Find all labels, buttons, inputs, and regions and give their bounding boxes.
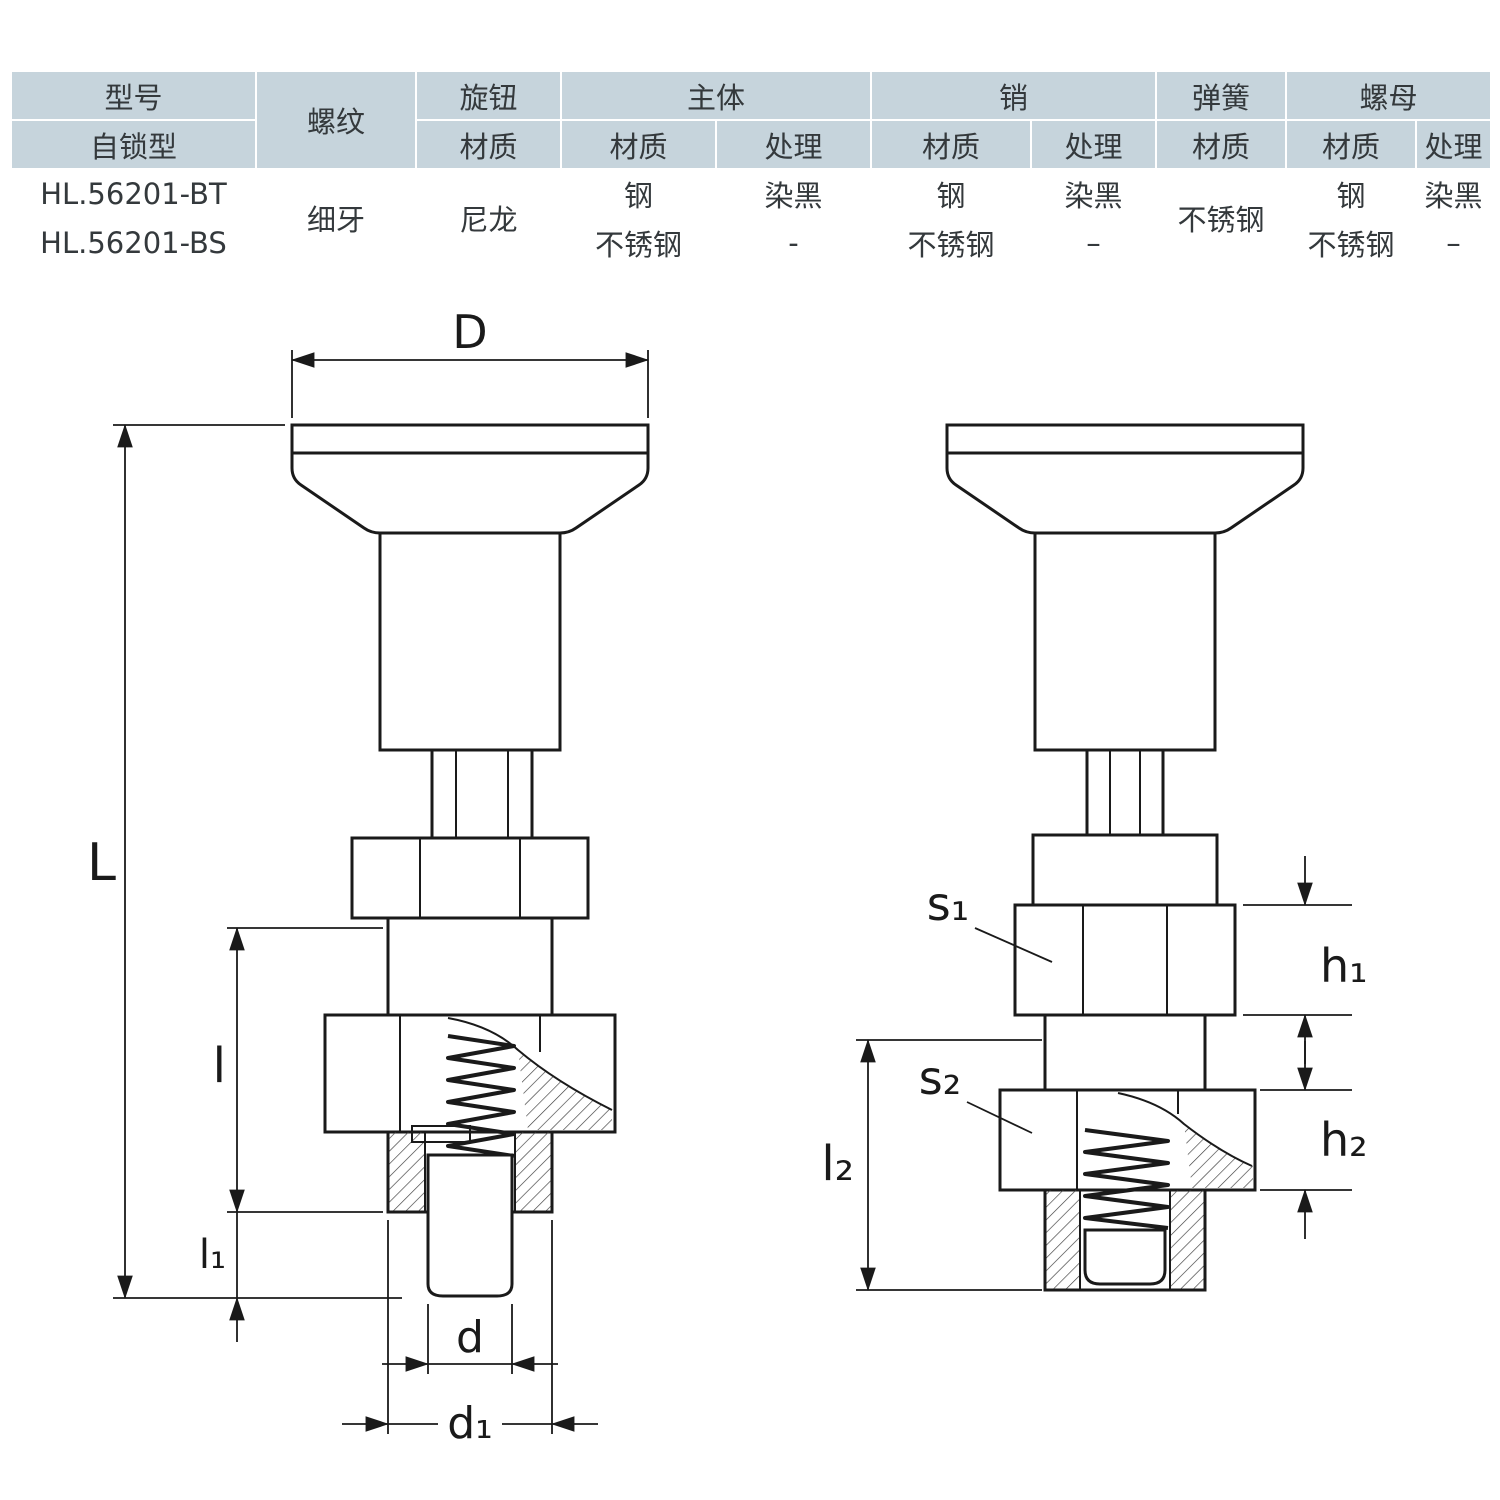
cell-pin-treatment-0: 染黑: [1030, 168, 1158, 219]
dimension-L: L: [87, 424, 402, 1299]
dim-label-l2: l₂: [821, 1136, 854, 1192]
header-knob-material: 材质: [415, 119, 562, 170]
cell-pin-material-0: 钢: [870, 168, 1033, 219]
dimension-l: l: [213, 927, 383, 1213]
cutaway-break-line: [1117, 1092, 1253, 1167]
cutaway-break-line: [447, 1017, 613, 1111]
left-figure: D L l l₁ d: [87, 305, 650, 1449]
cell-pin-treatment-1: –: [1030, 217, 1158, 268]
cross-pin: [411, 1125, 471, 1143]
cell-body-treatment-0: 染黑: [714, 168, 873, 219]
dim-label-L: L: [87, 833, 116, 893]
dim-label-l1: l₁: [199, 1232, 226, 1278]
cell-model-0: HL.56201-BT: [10, 168, 257, 219]
dimension-d1: d₁: [342, 1220, 598, 1449]
right-figure: s₁ h₁ s₂ h₂ l₂: [821, 423, 1368, 1292]
dim-label-s1: s₁: [927, 877, 969, 931]
cell-body-material-1: 不锈钢: [560, 217, 717, 268]
header-spring: 弹簧: [1155, 70, 1288, 121]
header-nut-treatment: 处理: [1415, 119, 1493, 170]
dim-label-h2: h₂: [1320, 1113, 1368, 1167]
header-pin: 销: [870, 70, 1158, 121]
dimension-D: D: [291, 305, 649, 418]
dimension-s2: s₂: [919, 1051, 1033, 1134]
header-thread: 螺纹: [255, 70, 417, 170]
threaded-body: [1043, 1013, 1207, 1092]
header-body-material: 材质: [560, 119, 717, 170]
dimension-h1: h₁: [1243, 856, 1368, 1064]
header-model-sub: 自锁型: [10, 119, 257, 170]
sleeve: [1031, 833, 1219, 907]
plunger-pin: [426, 1153, 514, 1298]
dimension-l1: l₁: [199, 1212, 245, 1342]
dim-label-D: D: [452, 305, 487, 359]
header-pin-treatment: 处理: [1030, 119, 1158, 170]
header-pin-material: 材质: [870, 119, 1033, 170]
body-section-walls: [1043, 1188, 1207, 1292]
hex-flange: [1013, 903, 1237, 1017]
cell-body-treatment-1: -: [714, 217, 873, 268]
spring: [446, 1034, 516, 1158]
lock-nut: [323, 1013, 617, 1134]
dim-label-l: l: [213, 1038, 226, 1094]
dim-label-h1: h₁: [1320, 939, 1368, 993]
spec-table: 型号 螺纹 旋钮 主体 销 弹簧 螺母 自锁型 材质 材质 处理 材质 处理 材…: [10, 70, 1493, 268]
dim-label-s2: s₂: [919, 1051, 961, 1105]
cell-spring-material: 不锈钢: [1155, 168, 1288, 268]
cell-knob-material: 尼龙: [415, 168, 562, 268]
cell-nut-material-1: 不锈钢: [1285, 217, 1418, 268]
dim-label-d: d: [456, 1312, 484, 1363]
cell-nut-material-0: 钢: [1285, 168, 1418, 219]
plunger-pin-tip: [1083, 1228, 1167, 1286]
spring: [1083, 1128, 1170, 1230]
table-row: HL.56201-BT 细牙 尼龙 钢 染黑 钢 染黑 不锈钢 钢 染黑: [10, 168, 1493, 268]
dimension-d: d: [382, 1304, 558, 1374]
lock-nut: [998, 1088, 1257, 1192]
knob: [290, 423, 650, 535]
cell-nut-treatment-0: 染黑: [1415, 168, 1493, 219]
body-section-walls: [386, 1130, 554, 1214]
cell-thread: 细牙: [255, 168, 417, 268]
dimension-h2: h₂: [1260, 1041, 1368, 1239]
knob: [945, 423, 1305, 535]
dim-label-d1: d₁: [447, 1398, 493, 1449]
cell-nut-treatment-1: –: [1415, 217, 1493, 268]
header-body-treatment: 处理: [714, 119, 873, 170]
cell-pin-material-1: 不锈钢: [870, 217, 1033, 268]
shaft: [378, 531, 562, 840]
cell-model-1: HL.56201-BS: [10, 217, 257, 268]
table-row: HL.56201-BS 不锈钢 - 不锈钢 – 不锈钢 –: [10, 217, 1493, 268]
dimension-s1: s₁: [927, 877, 1053, 963]
header-knob: 旋钮: [415, 70, 562, 121]
header-nut: 螺母: [1285, 70, 1493, 121]
hex-flange: [350, 836, 590, 920]
cutaway-hatch: [518, 1050, 612, 1130]
header-model: 型号: [10, 70, 257, 121]
header-body: 主体: [559, 70, 873, 121]
cutaway-hatch: [1184, 1124, 1253, 1188]
shaft: [1033, 531, 1217, 837]
header-nut-material: 材质: [1285, 119, 1418, 170]
threaded-body: [386, 916, 554, 1017]
cell-body-material-0: 钢: [560, 168, 717, 219]
dimension-l2: l₂: [821, 1039, 1042, 1291]
header-spring-material: 材质: [1155, 119, 1288, 170]
